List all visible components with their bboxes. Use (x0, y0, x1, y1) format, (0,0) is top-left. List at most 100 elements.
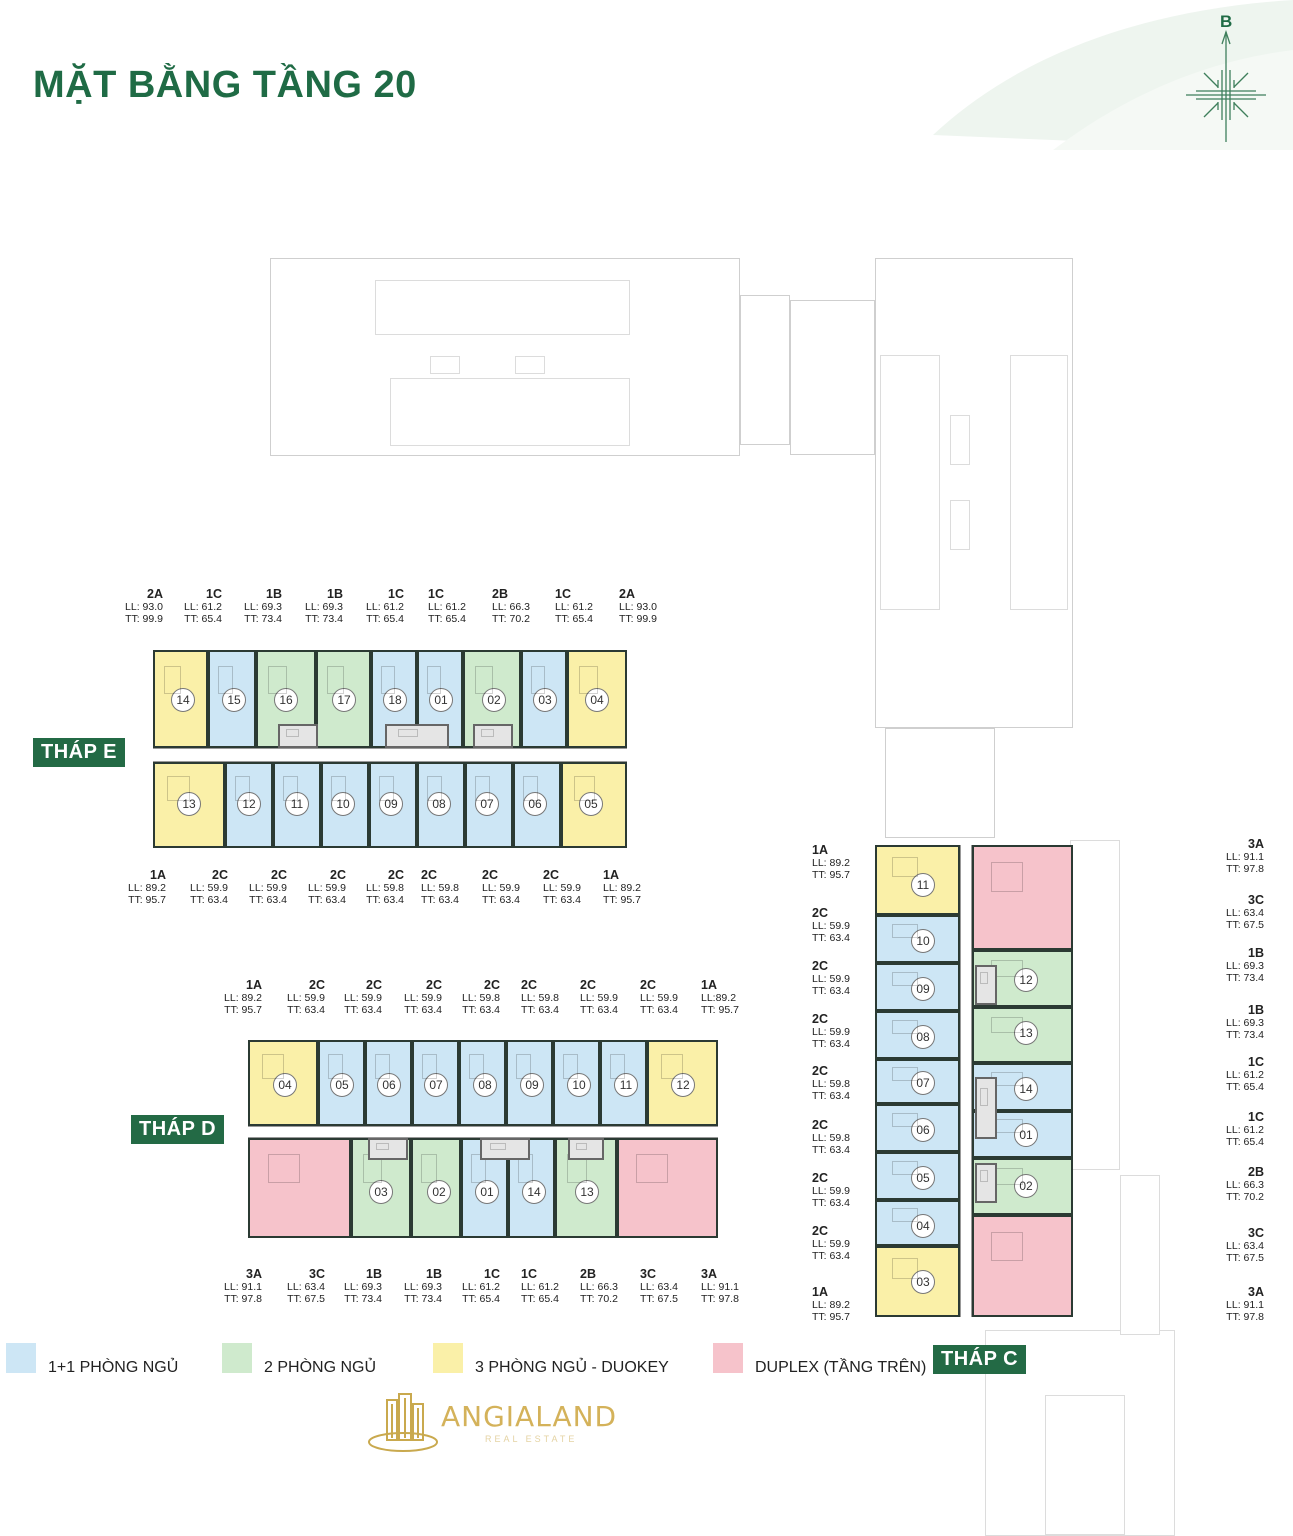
unit-number: 07 (911, 1071, 935, 1095)
unit-d-11[interactable]: 11 (600, 1040, 647, 1126)
unit-c-duplex-bottom[interactable] (972, 1215, 1073, 1317)
unit-number: 03 (369, 1180, 393, 1204)
unit-c-11[interactable]: 11 (875, 845, 960, 915)
unit-d-08[interactable]: 08 (459, 1040, 506, 1126)
unit-e-03[interactable]: 03 (521, 650, 567, 748)
unit-c-04[interactable]: 04 (875, 1200, 960, 1246)
unit-d-02[interactable]: 02 (411, 1138, 461, 1238)
legend-swatch (433, 1343, 463, 1373)
unit-e-11[interactable]: 11 (273, 762, 321, 848)
corridor (153, 748, 627, 762)
unit-c-05[interactable]: 05 (875, 1152, 960, 1200)
unit-number: 06 (911, 1118, 935, 1142)
unit-d-duplex-left[interactable] (248, 1138, 351, 1238)
unit-d-07[interactable]: 07 (412, 1040, 459, 1126)
unit-c-06[interactable]: 06 (875, 1104, 960, 1152)
unit-c-duplex-top[interactable] (972, 845, 1073, 950)
unit-number: 12 (237, 792, 261, 816)
unit-e-06[interactable]: 06 (513, 762, 561, 848)
unit-number: 16 (274, 688, 298, 712)
unit-d-14[interactable]: 14 (508, 1138, 555, 1238)
unit-e-08[interactable]: 08 (417, 762, 465, 848)
unit-number: 08 (911, 1025, 935, 1049)
unit-e-05[interactable]: 05 (561, 762, 627, 848)
unit-d-04[interactable]: 04 (248, 1040, 318, 1126)
unit-e-09[interactable]: 09 (369, 762, 417, 848)
unit-e-10[interactable]: 10 (321, 762, 369, 848)
unit-e-17[interactable]: 17 (316, 650, 371, 748)
unit-number: 03 (911, 1270, 935, 1294)
unit-e-04[interactable]: 04 (567, 650, 627, 748)
unit-number: 07 (475, 792, 499, 816)
unit-number: 11 (614, 1073, 638, 1097)
legend-item-2br: 2 PHÒNG NGỦ (222, 1343, 376, 1376)
unit-c-09[interactable]: 09 (875, 963, 960, 1011)
unit-number: 09 (520, 1073, 544, 1097)
unit-number: 14 (1014, 1077, 1038, 1101)
unit-number: 05 (911, 1166, 935, 1190)
unit-e-14[interactable]: 14 (153, 650, 208, 748)
unit-e-13[interactable]: 13 (153, 762, 225, 848)
page-title: MẶT BẰNG TẦNG 20 (33, 64, 417, 106)
unit-number: 06 (523, 792, 547, 816)
unit-number: 04 (585, 688, 609, 712)
legend-swatch (713, 1343, 743, 1373)
building-logo-icon (368, 1393, 438, 1452)
unit-number: 02 (1014, 1174, 1038, 1198)
unit-c-08[interactable]: 08 (875, 1011, 960, 1059)
unit-c-13[interactable]: 13 (972, 1007, 1073, 1063)
unit-number: 02 (482, 688, 506, 712)
unit-e-12[interactable]: 12 (225, 762, 273, 848)
unit-number: 04 (911, 1214, 935, 1238)
tower-d-label: THÁP D (131, 1115, 225, 1144)
unit-number: 09 (911, 977, 935, 1001)
tower-c-plan: 11 10 09 08 07 06 05 04 03 12 13 14 01 0… (875, 845, 1073, 1317)
unit-e-07[interactable]: 07 (465, 762, 513, 848)
unit-d-12[interactable]: 12 (647, 1040, 718, 1126)
logo-tagline: REAL ESTATE (485, 1434, 578, 1444)
unit-d-05[interactable]: 05 (318, 1040, 365, 1126)
unit-d-06[interactable]: 06 (365, 1040, 412, 1126)
unit-number: 11 (285, 792, 309, 816)
unit-number: 07 (424, 1073, 448, 1097)
stair-core (473, 724, 513, 748)
unit-number: 11 (911, 873, 935, 897)
unit-e-15[interactable]: 15 (208, 650, 256, 748)
unit-c-07[interactable]: 07 (875, 1059, 960, 1104)
unit-c-03[interactable]: 03 (875, 1246, 960, 1317)
angialand-logo: ANGIALAND REAL ESTATE (365, 1392, 616, 1454)
unit-number: 03 (533, 688, 557, 712)
unit-d-09[interactable]: 09 (506, 1040, 553, 1126)
unit-number: 01 (1014, 1123, 1038, 1147)
unit-number: 09 (379, 792, 403, 816)
elevator-core (975, 1077, 997, 1139)
unit-number: 02 (427, 1180, 451, 1204)
unit-c-10[interactable]: 10 (875, 915, 960, 963)
legend-item-1plus1: 1+1 PHÒNG NGỦ (6, 1343, 178, 1376)
unit-d-10[interactable]: 10 (553, 1040, 600, 1126)
legend-item-3br: 3 PHÒNG NGỦ - DUOKEY (433, 1343, 669, 1376)
unit-number: 18 (383, 688, 407, 712)
unit-d-duplex-right[interactable] (617, 1138, 718, 1238)
